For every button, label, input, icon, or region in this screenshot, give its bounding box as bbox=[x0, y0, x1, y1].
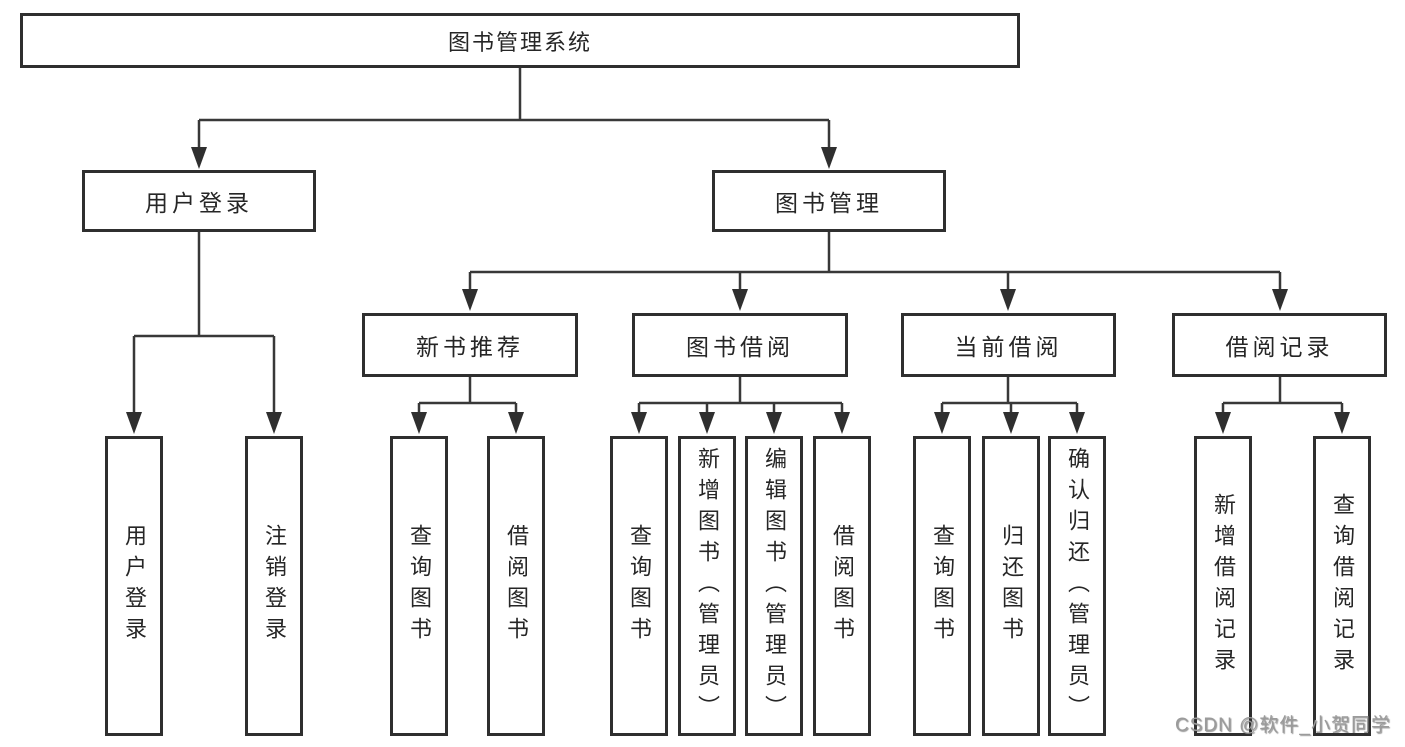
leaf-label: 查询借阅记录 bbox=[1330, 493, 1355, 679]
leaf-label: 用户登录 bbox=[122, 524, 147, 648]
leaf-query-books-borrow: 查询图书 bbox=[610, 436, 668, 736]
leaf-label: 借阅图书 bbox=[504, 524, 529, 648]
node-user-login: 用户登录 bbox=[82, 170, 316, 232]
leaf-label: 新增图书（管理员） bbox=[695, 446, 720, 726]
leaf-return-books: 归还图书 bbox=[982, 436, 1040, 736]
leaf-query-borrow-record: 查询借阅记录 bbox=[1313, 436, 1371, 736]
connector-borrow-record-to-leaves bbox=[1215, 377, 1350, 434]
connector-current-borrow-to-leaves bbox=[934, 377, 1085, 434]
node-label: 图书管理 bbox=[775, 190, 883, 216]
connector-user-login-to-leaves bbox=[126, 232, 282, 434]
leaf-borrow-books-recommend: 借阅图书 bbox=[487, 436, 545, 736]
node-book-borrow: 图书借阅 bbox=[632, 313, 848, 377]
node-label: 新书推荐 bbox=[416, 334, 524, 360]
leaf-add-borrow-record: 新增借阅记录 bbox=[1194, 436, 1252, 736]
node-current-borrow: 当前借阅 bbox=[901, 313, 1116, 377]
leaf-query-books-recommend: 查询图书 bbox=[390, 436, 448, 736]
leaf-query-books-current: 查询图书 bbox=[913, 436, 971, 736]
node-label: 当前借阅 bbox=[954, 334, 1063, 360]
leaf-edit-books-admin: 编辑图书（管理员） bbox=[745, 436, 803, 736]
node-label: 借阅记录 bbox=[1225, 334, 1334, 360]
leaf-borrow-books: 借阅图书 bbox=[813, 436, 871, 736]
node-new-book-recommend: 新书推荐 bbox=[362, 313, 578, 377]
leaf-label: 查询图书 bbox=[627, 524, 652, 648]
connector-root-to-level2 bbox=[191, 68, 837, 169]
leaf-label: 注销登录 bbox=[262, 524, 287, 648]
leaf-label: 编辑图书（管理员） bbox=[762, 446, 787, 726]
leaf-label: 查询图书 bbox=[407, 524, 432, 648]
leaf-add-books-admin: 新增图书（管理员） bbox=[678, 436, 736, 736]
node-borrow-record: 借阅记录 bbox=[1172, 313, 1387, 377]
leaf-label: 借阅图书 bbox=[830, 524, 855, 648]
connector-book-management-to-level3 bbox=[462, 232, 1288, 311]
node-label: 图书管理系统 bbox=[447, 29, 592, 55]
leaf-label: 归还图书 bbox=[999, 524, 1024, 648]
leaf-user-login: 用户登录 bbox=[105, 436, 163, 736]
connector-new-book-to-leaves bbox=[411, 377, 524, 434]
leaf-confirm-return-admin: 确认归还（管理员） bbox=[1048, 436, 1106, 736]
node-label: 图书借阅 bbox=[686, 334, 794, 360]
leaf-label: 确认归还（管理员） bbox=[1065, 446, 1090, 726]
node-book-management: 图书管理 bbox=[712, 170, 946, 232]
leaf-logout: 注销登录 bbox=[245, 436, 303, 736]
connector-book-borrow-to-leaves bbox=[631, 377, 850, 434]
node-label: 用户登录 bbox=[145, 190, 253, 216]
csdn-watermark: CSDN @软件_小贺同学 bbox=[1175, 715, 1391, 736]
node-root-system: 图书管理系统 bbox=[20, 13, 1020, 68]
leaf-label: 查询图书 bbox=[930, 524, 955, 648]
leaf-label: 新增借阅记录 bbox=[1211, 493, 1236, 679]
